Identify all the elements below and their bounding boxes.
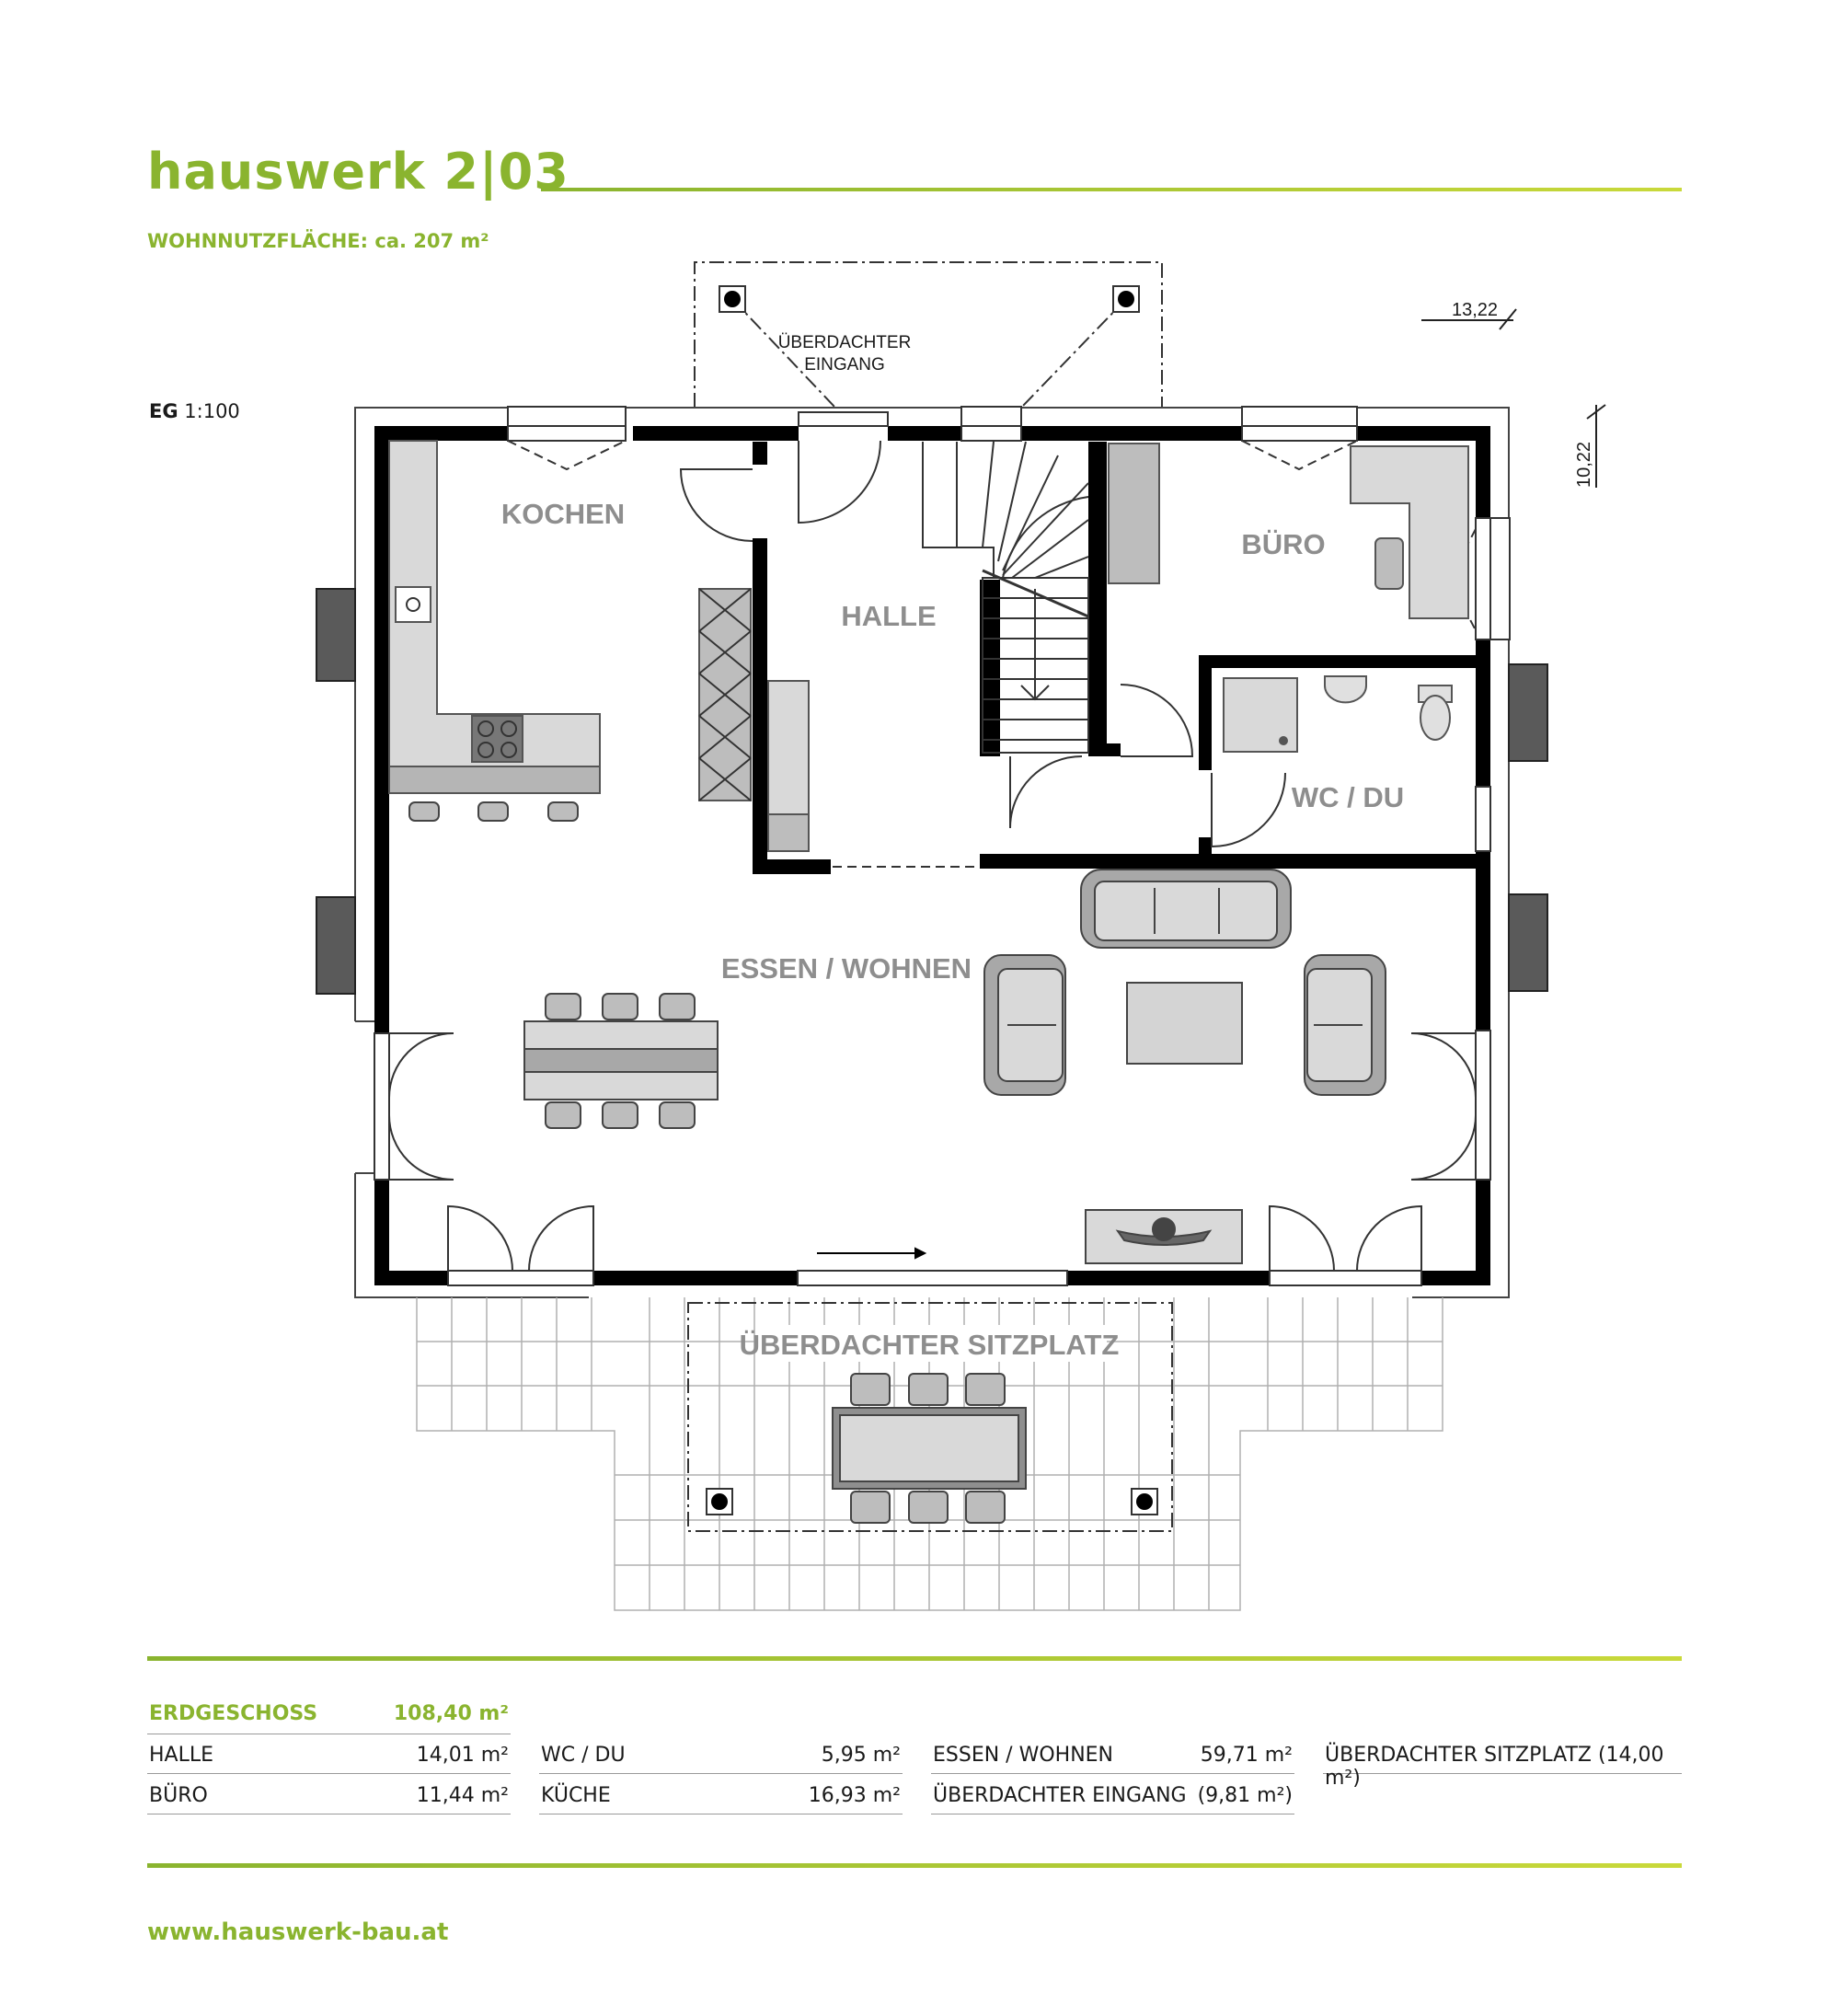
table-top-rule — [147, 1656, 1682, 1661]
page-title: hauswerk 2|03 — [147, 143, 569, 201]
fireplace — [1085, 1209, 1243, 1264]
area-row: ÜBERDACHTER EINGANG (9,81 m²) — [931, 1774, 1294, 1814]
outer-walls — [374, 426, 1490, 1285]
area-row: BÜRO 11,44 m² — [147, 1774, 511, 1814]
area-value: 11,44 m² — [416, 1784, 509, 1807]
area-value: 16,93 m² — [808, 1784, 901, 1807]
dimension-depth — [1586, 404, 1606, 488]
terrace-label-bg — [757, 1325, 1107, 1362]
room-label-kochen: KOCHEN — [501, 498, 625, 530]
area-row: ESSEN / WOHNEN 59,71 m² — [931, 1734, 1294, 1774]
floor-plan: ÜBERDACHTER EINGANG 13,22 10,22 — [316, 261, 1606, 1611]
terrace-chairs — [850, 1373, 1006, 1524]
room-label-buero: BÜRO — [1241, 528, 1325, 560]
entrance-label-line1: ÜBERDACHTER — [778, 333, 912, 352]
doors — [388, 440, 1477, 1272]
living-area-subtitle: WOHNNUTZFLÄCHE: ca. 207 m² — [147, 230, 489, 252]
area-value: 5,95 m² — [821, 1744, 901, 1767]
area-label: BÜRO — [149, 1784, 208, 1807]
area-column-4: ÜBERDACHTER SITZPLATZ (14,00 m²) — [1323, 1734, 1682, 1790]
room-label-essen-wohnen: ESSEN / WOHNEN — [721, 952, 972, 985]
area-value: 14,01 m² — [416, 1744, 509, 1767]
area-row: WC / DU 5,95 m² — [539, 1734, 903, 1774]
sliding-door-arrow — [817, 1247, 927, 1260]
area-label: ÜBERDACHTER EINGANG — [933, 1784, 1187, 1807]
area-value: 59,71 m² — [1200, 1744, 1293, 1767]
area-label: WC / DU — [541, 1744, 626, 1767]
area-column-3: ESSEN / WOHNEN 59,71 m² ÜBERDACHTER EING… — [931, 1734, 1294, 1814]
area-label: ÜBERDACHTER SITZPLATZ (14,00 m²) — [1325, 1744, 1664, 1790]
room-label-sitzplatz: ÜBERDACHTER SITZPLATZ — [740, 1329, 1120, 1361]
area-column-2: WC / DU 5,95 m² KÜCHE 16,93 m² — [539, 1734, 903, 1814]
windows — [374, 406, 1511, 1286]
area-row: KÜCHE 16,93 m² — [539, 1774, 903, 1814]
coffee-table — [1126, 982, 1243, 1065]
wardrobe — [1108, 443, 1160, 584]
scale-ratio: 1:100 — [178, 400, 240, 422]
area-label: HALLE — [149, 1744, 214, 1767]
area-row: HALLE 14,01 m² — [147, 1734, 511, 1774]
area-row: ÜBERDACHTER SITZPLATZ (14,00 m²) — [1323, 1734, 1682, 1790]
floor-total-value: 108,40 m² — [393, 1702, 509, 1725]
bar-stools — [408, 801, 579, 822]
room-label-halle: HALLE — [841, 600, 936, 632]
inner-walls — [753, 442, 1490, 874]
entrance-label-line2: EINGANG — [804, 355, 885, 374]
dimension-width — [1421, 308, 1517, 330]
website-link[interactable]: www.hauswerk-bau.at — [147, 1918, 449, 1946]
staircase — [922, 441, 1089, 754]
kitchen-details — [406, 588, 752, 801]
room-label-wc-du: WC / DU — [1292, 781, 1404, 813]
dimension-depth-label: 10,22 — [1574, 442, 1594, 488]
area-label: KÜCHE — [541, 1784, 611, 1807]
kitchen — [388, 440, 810, 852]
sofa — [1080, 869, 1292, 949]
dimension-width-label: 13,22 — [1452, 300, 1498, 320]
floor-code: EG — [149, 400, 178, 422]
office-desk — [1350, 445, 1469, 619]
area-column-1: HALLE 14,01 m² BÜRO 11,44 m² — [147, 1734, 511, 1814]
area-value: (9,81 m²) — [1197, 1784, 1293, 1807]
bathroom-fixtures — [1223, 675, 1453, 753]
terrace-columns — [706, 1488, 1158, 1515]
dining-table — [523, 1020, 719, 1100]
covered-entrance — [694, 261, 1163, 409]
floor-total-label: ERDGESCHOSS — [149, 1702, 318, 1725]
dining-chairs — [545, 993, 696, 1129]
area-label: ESSEN / WOHNEN — [933, 1744, 1114, 1767]
floor-total-row: ERDGESCHOSS 108,40 m² — [147, 1693, 511, 1734]
table-bottom-rule — [147, 1863, 1682, 1868]
title-rule — [541, 188, 1682, 191]
scale-label: EG 1:100 — [149, 400, 240, 422]
covered-terrace-outline — [687, 1302, 1173, 1532]
entrance-columns — [719, 285, 1140, 313]
terrace-table — [832, 1407, 1027, 1490]
radiators — [316, 588, 1548, 995]
facade-outline — [354, 407, 1510, 1298]
armchairs — [983, 954, 1386, 1096]
